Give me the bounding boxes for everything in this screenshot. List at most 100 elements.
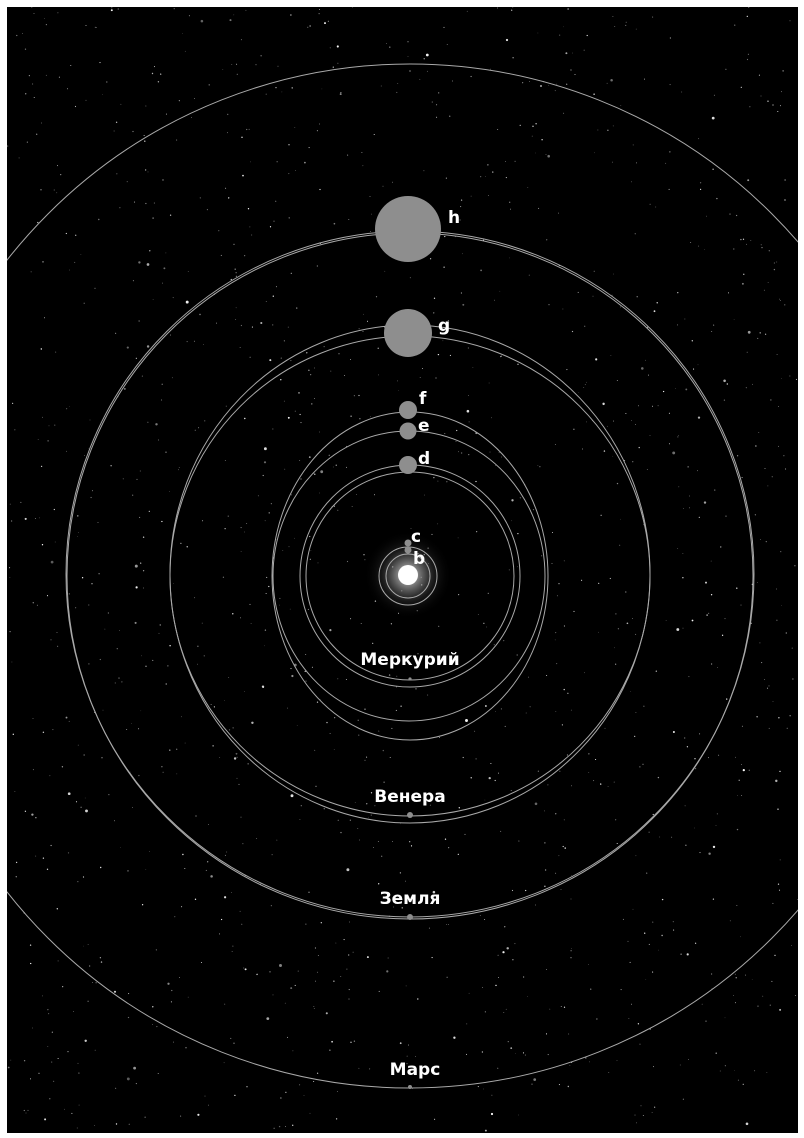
background-star — [426, 70, 428, 72]
background-star — [307, 26, 309, 28]
background-star — [56, 192, 58, 194]
background-star — [417, 998, 419, 1000]
background-star — [671, 836, 673, 838]
background-star — [643, 78, 645, 80]
background-star — [78, 1104, 80, 1106]
background-star — [773, 262, 775, 264]
background-star — [484, 919, 486, 920]
background-star — [733, 319, 735, 320]
background-star — [161, 520, 163, 523]
background-star — [118, 677, 120, 679]
background-star — [236, 63, 238, 65]
background-star — [280, 379, 282, 381]
background-star — [110, 465, 112, 467]
planet-mars — [408, 1085, 412, 1089]
background-star — [206, 209, 208, 211]
background-star — [208, 824, 210, 825]
background-star — [378, 795, 380, 797]
background-star — [777, 808, 779, 810]
background-star — [603, 450, 606, 452]
background-star — [713, 324, 715, 326]
background-star — [524, 1054, 526, 1056]
background-star — [446, 923, 447, 925]
background-star — [486, 626, 488, 628]
background-star — [616, 482, 619, 485]
background-star — [182, 33, 183, 34]
background-star — [364, 759, 366, 761]
background-star — [285, 1126, 286, 1127]
background-star — [408, 1044, 410, 1046]
background-star — [246, 522, 248, 525]
background-star — [567, 8, 569, 10]
background-star — [488, 776, 491, 780]
background-star — [94, 26, 96, 28]
background-star — [11, 520, 13, 522]
background-star — [711, 973, 713, 975]
background-star — [554, 444, 556, 445]
background-star — [698, 516, 700, 518]
background-star — [779, 859, 781, 861]
background-star — [127, 870, 129, 872]
background-star — [263, 686, 265, 688]
background-star — [794, 995, 796, 996]
orbit-b — [385, 553, 431, 599]
background-star — [560, 1005, 562, 1008]
background-star — [534, 802, 538, 806]
background-star — [171, 377, 173, 379]
background-star — [760, 95, 762, 97]
background-star — [656, 302, 658, 304]
background-star — [363, 313, 364, 315]
background-star — [688, 676, 690, 678]
background-star — [410, 528, 412, 529]
background-star — [386, 42, 387, 44]
background-star — [560, 889, 562, 890]
background-star — [711, 330, 713, 332]
label-d: d — [418, 449, 430, 469]
background-star — [297, 970, 299, 972]
background-star — [545, 1033, 548, 1035]
background-star — [791, 647, 793, 649]
background-star — [634, 233, 636, 235]
background-star — [377, 374, 379, 376]
background-star — [668, 188, 670, 190]
background-star — [378, 990, 380, 992]
background-star — [272, 295, 274, 297]
background-star — [227, 113, 229, 116]
background-star — [74, 261, 76, 263]
background-star — [775, 779, 778, 783]
background-star — [40, 465, 43, 468]
background-star — [308, 147, 310, 149]
background-star — [85, 809, 88, 813]
background-star — [316, 1072, 319, 1074]
background-star — [698, 138, 700, 140]
background-star — [358, 394, 360, 397]
background-star — [735, 977, 737, 979]
background-star — [291, 674, 294, 678]
background-star — [7, 1066, 10, 1069]
background-star — [351, 506, 353, 507]
background-star — [375, 296, 378, 298]
background-star — [590, 988, 592, 990]
background-star — [558, 583, 560, 585]
background-star — [785, 632, 787, 634]
background-star — [68, 593, 70, 595]
background-star — [174, 916, 176, 918]
background-star — [131, 723, 132, 724]
background-star — [204, 1095, 206, 1097]
background-star — [643, 524, 644, 526]
background-star — [449, 354, 451, 356]
planet-b — [404, 546, 412, 554]
background-star — [146, 345, 150, 348]
background-star — [763, 289, 765, 291]
background-star — [779, 105, 781, 107]
background-star — [372, 642, 374, 644]
background-star — [272, 324, 274, 326]
background-star — [122, 478, 124, 480]
background-star — [263, 461, 267, 464]
background-star — [593, 270, 595, 272]
background-star — [509, 257, 510, 259]
background-star — [528, 676, 529, 678]
background-star — [573, 610, 575, 612]
background-star — [210, 704, 212, 705]
background-star — [507, 1040, 509, 1043]
